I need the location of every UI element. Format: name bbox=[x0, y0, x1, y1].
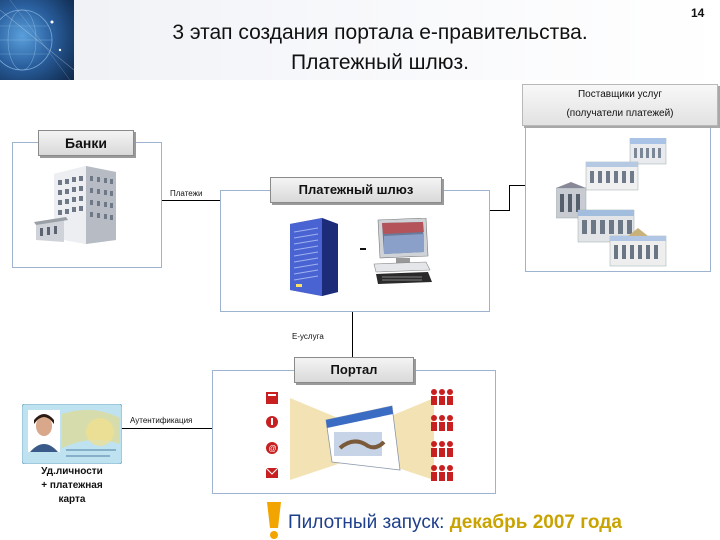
title-line-1: 3 этап создания портала е-правительства. bbox=[172, 21, 588, 44]
suppliers-line-2: (получатели платежей) bbox=[566, 108, 674, 119]
globe-logo bbox=[0, 0, 74, 80]
id-card-icon bbox=[21, 403, 123, 469]
id-card-line-2: + платежная bbox=[41, 480, 103, 491]
suppliers-line-1: Поставщики услуг bbox=[577, 89, 662, 100]
page-title: 3 этап создания портала е-правительства.… bbox=[100, 18, 660, 78]
supplier-buildings-icon bbox=[555, 137, 668, 273]
gateway-to-portal-v bbox=[352, 312, 353, 362]
dash-mark bbox=[360, 248, 366, 250]
payments-label: Платежи bbox=[170, 189, 203, 198]
header-band bbox=[0, 0, 720, 80]
pilot-date: декабрь 2007 года bbox=[449, 512, 622, 533]
gateway-to-suppliers-h2 bbox=[509, 185, 525, 186]
exclamation-icon bbox=[264, 500, 284, 540]
portal-illustration: @ bbox=[262, 384, 462, 497]
id-card-line-1: Уд.личности bbox=[41, 466, 103, 477]
pilot-launch-text: Пилотный запуск: декабрь 2007 года bbox=[288, 512, 622, 534]
banks-label: Банки bbox=[38, 130, 134, 156]
banks-connector-h bbox=[162, 200, 224, 201]
computer-icon bbox=[372, 217, 436, 291]
server-icon bbox=[286, 216, 342, 301]
e-service-label: Е-услуга bbox=[292, 332, 324, 341]
gateway-to-suppliers-v bbox=[509, 185, 510, 211]
page-number: 14 bbox=[691, 6, 705, 20]
gateway-frame bbox=[220, 190, 490, 312]
id-card-line-3: карта bbox=[58, 494, 86, 505]
id-card-caption: Уд.личности + платежная карта bbox=[22, 465, 122, 507]
card-to-portal-h bbox=[122, 428, 214, 429]
authentication-label: Аутентификация bbox=[130, 416, 193, 425]
gateway-to-suppliers-h1 bbox=[490, 210, 510, 211]
suppliers-label: Поставщики услуг (получатели платежей) bbox=[522, 84, 718, 126]
bank-building-icon bbox=[34, 162, 124, 251]
pilot-label: Пилотный запуск: bbox=[288, 512, 445, 533]
title-line-2: Платежный шлюз. bbox=[290, 51, 469, 74]
svg-text:@: @ bbox=[269, 444, 277, 453]
portal-label: Портал bbox=[294, 357, 414, 383]
gateway-label: Платежный шлюз bbox=[270, 177, 442, 203]
